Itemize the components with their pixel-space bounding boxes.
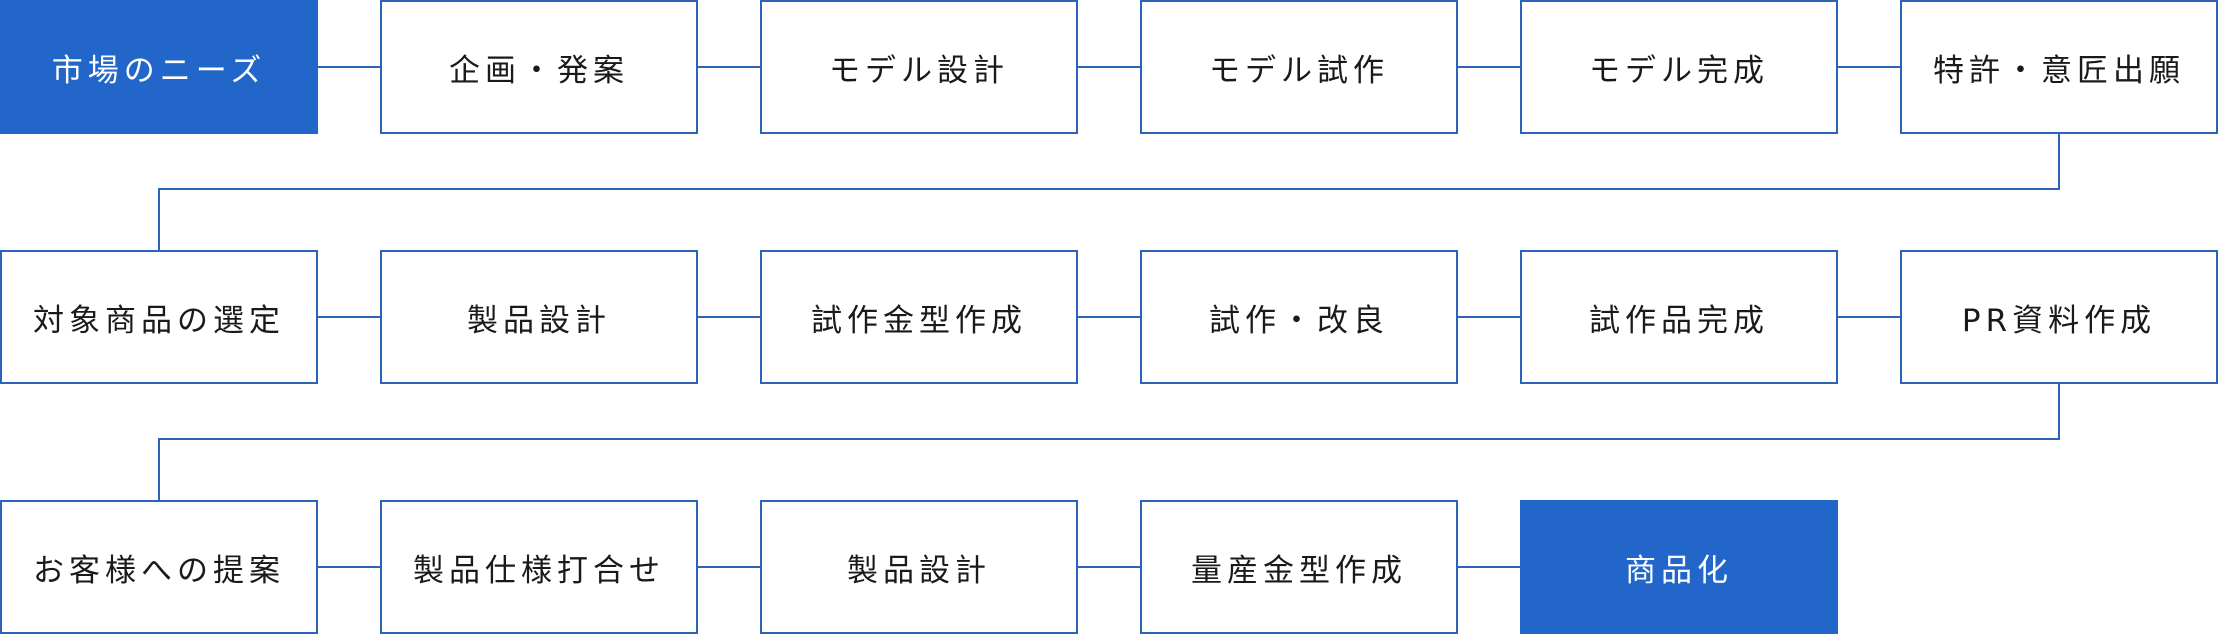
connector-line xyxy=(318,566,380,568)
flow-step-3-5: 商品化 xyxy=(1520,500,1838,634)
connector-line xyxy=(1078,66,1140,68)
flow-step-2-5: 試作品完成 xyxy=(1520,250,1838,384)
flow-step-label: 企画・発案 xyxy=(449,52,629,89)
connector-line xyxy=(1458,316,1520,318)
flow-step-1-1: 市場のニーズ xyxy=(0,0,318,134)
flow-step-label: お客様への提案 xyxy=(33,552,285,589)
flow-step-label: PR資料作成 xyxy=(1961,302,2157,339)
flow-step-2-2: 製品設計 xyxy=(380,250,698,384)
connector-line xyxy=(698,66,760,68)
flow-step-2-4: 試作・改良 xyxy=(1140,250,1458,384)
connector-line xyxy=(1458,566,1520,568)
connector-line xyxy=(1078,566,1140,568)
flow-step-3-3: 製品設計 xyxy=(760,500,1078,634)
flow-step-label: 量産金型作成 xyxy=(1191,552,1407,589)
flow-step-1-2: 企画・発案 xyxy=(380,0,698,134)
flow-step-label: モデル設計 xyxy=(829,52,1009,89)
connector-line xyxy=(1838,66,1900,68)
flow-step-label: モデル完成 xyxy=(1589,52,1769,89)
flow-step-2-6: PR資料作成 xyxy=(1900,250,2218,384)
connector-line xyxy=(318,316,380,318)
connector-line xyxy=(1838,316,1900,318)
wrap-connector-down xyxy=(158,438,160,500)
flow-step-3-4: 量産金型作成 xyxy=(1140,500,1458,634)
connector-line xyxy=(1458,66,1520,68)
flow-step-1-4: モデル試作 xyxy=(1140,0,1458,134)
wrap-connector-across xyxy=(158,438,2060,440)
flow-step-label: 試作・改良 xyxy=(1209,302,1389,339)
flow-step-label: モデル試作 xyxy=(1209,52,1389,89)
wrap-connector-down xyxy=(2058,384,2060,439)
flow-step-label: 対象商品の選定 xyxy=(33,302,285,339)
flow-step-3-2: 製品仕様打合せ xyxy=(380,500,698,634)
flow-step-1-5: モデル完成 xyxy=(1520,0,1838,134)
flow-step-2-1: 対象商品の選定 xyxy=(0,250,318,384)
flow-step-1-6: 特許・意匠出願 xyxy=(1900,0,2218,134)
flow-step-label: 特許・意匠出願 xyxy=(1933,52,2185,89)
flow-step-label: 試作金型作成 xyxy=(811,302,1027,339)
flow-step-3-1: お客様への提案 xyxy=(0,500,318,634)
flow-step-label: 試作品完成 xyxy=(1589,302,1769,339)
connector-line xyxy=(318,66,380,68)
flow-step-label: 製品設計 xyxy=(467,302,611,339)
flow-step-label: 製品仕様打合せ xyxy=(413,552,665,589)
flow-step-label: 市場のニーズ xyxy=(51,52,267,89)
wrap-connector-down xyxy=(2058,134,2060,189)
wrap-connector-across xyxy=(158,188,2060,190)
flow-step-label: 商品化 xyxy=(1625,552,1733,589)
connector-line xyxy=(698,566,760,568)
flow-step-1-3: モデル設計 xyxy=(760,0,1078,134)
connector-line xyxy=(698,316,760,318)
flow-step-label: 製品設計 xyxy=(847,552,991,589)
flow-step-2-3: 試作金型作成 xyxy=(760,250,1078,384)
connector-line xyxy=(1078,316,1140,318)
wrap-connector-down xyxy=(158,188,160,250)
